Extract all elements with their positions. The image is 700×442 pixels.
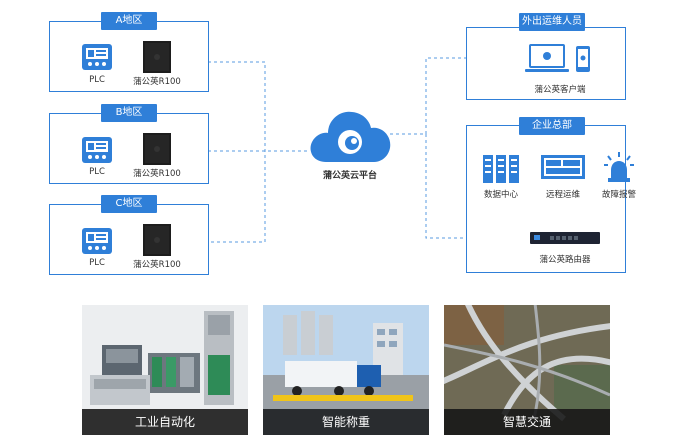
alarm-icon	[604, 152, 634, 182]
caption-industrial-automation: 工业自动化	[82, 409, 248, 435]
hq-item-remote-ops: 远程运维	[545, 190, 580, 200]
remote-title: 外出运维人员	[519, 13, 585, 31]
zone-c	[49, 204, 209, 275]
photo-smart-weighing: 智能称重	[263, 305, 429, 435]
industrial-equipment-image	[82, 305, 248, 409]
cloud-label: 蒲公英云平台	[322, 171, 377, 181]
zone-c-router-label: 蒲公英R100	[133, 260, 181, 270]
zone-a-router-label: 蒲公英R100	[133, 77, 181, 87]
zone-a	[49, 21, 209, 92]
caption-smart-weighing: 智能称重	[263, 409, 429, 435]
zone-a-title: A地区	[101, 12, 157, 30]
zone-b-plc-label: PLC	[89, 167, 105, 177]
laptop-icon	[525, 44, 569, 72]
router-icon	[530, 232, 600, 244]
phone-icon	[576, 46, 590, 72]
router-r100-icon	[143, 41, 171, 73]
router-r100-icon	[143, 224, 171, 256]
zone-c-plc-label: PLC	[89, 258, 105, 268]
zone-b-router-label: 蒲公英R100	[133, 169, 181, 179]
zone-b	[49, 113, 209, 184]
zone-a-plc-label: PLC	[89, 75, 105, 85]
photo-industrial-automation: 工业自动化	[82, 305, 248, 435]
client-label: 蒲公英客户端	[534, 85, 586, 95]
hq-router-label: 蒲公英路由器	[539, 255, 591, 265]
cloud-icon	[310, 111, 391, 162]
remote-ops-icon	[541, 155, 585, 179]
hq-panel	[466, 125, 626, 273]
data-center-icon	[483, 155, 519, 183]
zone-c-title: C地区	[101, 195, 157, 213]
caption-smart-traffic: 智慧交通	[444, 409, 610, 435]
hq-item-alarm: 故障报警	[601, 190, 636, 200]
hq-title: 企业总部	[519, 117, 585, 135]
hq-item-data-center: 数据中心	[483, 190, 518, 200]
plc-icon	[82, 228, 112, 254]
plc-icon	[82, 137, 112, 163]
zone-b-title: B地区	[101, 104, 157, 122]
highway-interchange-image	[444, 305, 610, 422]
router-r100-icon	[143, 133, 171, 165]
plc-icon	[82, 44, 112, 70]
weighing-truck-image	[263, 305, 429, 409]
photo-smart-traffic: 智慧交通	[444, 305, 610, 435]
